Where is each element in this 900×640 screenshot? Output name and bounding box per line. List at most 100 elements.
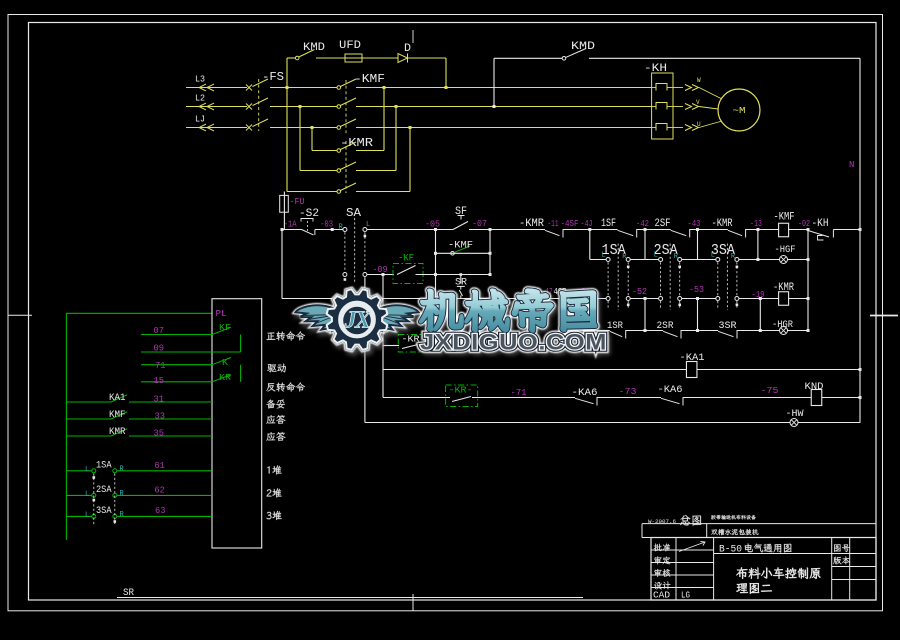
svg-text:-KMR: -KMR [712,218,733,230]
svg-text:KF: KF [219,323,231,333]
svg-text:33: 33 [155,411,166,422]
svg-text:SR: SR [455,278,467,289]
svg-text:SF: SF [455,206,467,218]
svg-text:1SA: 1SA [602,243,626,259]
svg-text:-KMR: -KMR [519,218,544,230]
svg-text:N: N [849,160,854,170]
svg-text:R: R [731,253,736,261]
svg-text:1SF: 1SF [601,218,616,230]
svg-text:JX: JX [343,308,372,334]
svg-text:LJ: LJ [195,115,205,125]
svg-text:-KA6: -KA6 [572,388,598,399]
svg-text:-HGF: -HGF [775,245,796,256]
svg-text:-4J: -4J [581,219,593,229]
svg-text:LG: LG [681,591,690,601]
svg-text:71: 71 [155,360,166,371]
svg-text:09: 09 [154,343,165,354]
svg-text:-KMR: -KMR [340,136,373,150]
svg-text:-HW: -HW [786,409,804,420]
svg-text:07: 07 [154,325,165,336]
svg-text:-FS: -FS [262,70,284,84]
svg-text:-43: -43 [688,219,701,229]
svg-text:2SF: 2SF [655,218,671,230]
svg-text:35: 35 [154,428,165,439]
svg-text:-09: -09 [373,265,388,275]
svg-text:PL: PL [216,309,227,319]
svg-text:CAD: CAD [653,591,670,601]
svg-text:R: R [339,224,344,232]
svg-text:-1A: -1A [284,220,297,230]
svg-text:KND: KND [805,382,824,393]
svg-text:KR: KR [219,373,232,383]
svg-text:KA1: KA1 [109,393,126,404]
svg-text:KMD: KMD [303,42,325,54]
svg-text:-07: -07 [472,219,487,229]
svg-text:2SA: 2SA [654,243,678,259]
svg-text:R: R [120,511,125,519]
svg-text:-11: -11 [548,219,559,229]
svg-text:K: K [222,358,229,368]
svg-text:3SA: 3SA [711,243,735,259]
svg-text:-4SF: -4SF [561,219,579,229]
svg-text:-53: -53 [689,285,704,295]
svg-text:L: L [654,252,658,260]
svg-text:L: L [711,252,715,260]
svg-text:-52: -52 [632,287,647,297]
svg-text:W-2007.6: W-2007.6 [648,518,676,525]
svg-text:KMR: KMR [109,427,126,438]
svg-text:V: V [696,99,700,106]
svg-text:L: L [85,490,89,498]
svg-text:-KF: -KF [398,254,414,265]
svg-text:UFD: UFD [339,40,361,52]
svg-text:-KMF: -KMF [774,212,795,224]
svg-text:3SR: 3SR [719,321,737,332]
svg-text:-KH: -KH [812,218,829,230]
svg-text:-KR: -KR [402,334,420,345]
svg-text:1SA: 1SA [96,460,112,471]
svg-text:-05: -05 [425,220,440,230]
svg-text:-71: -71 [511,388,527,398]
svg-text:2SR: 2SR [657,321,674,332]
svg-text:U: U [697,121,701,128]
svg-text:W: W [697,77,701,84]
svg-text:L: L [366,221,370,229]
svg-text:-02: -02 [798,219,810,229]
svg-text:-73: -73 [619,387,637,397]
svg-text:L2: L2 [195,94,205,104]
svg-text:15: 15 [154,375,165,386]
svg-text:-19: -19 [752,290,765,300]
svg-text:61: 61 [154,460,165,471]
svg-text:-KA6: -KA6 [658,385,683,396]
svg-text:SA: SA [346,206,362,220]
svg-text:-KMR: -KMR [773,282,794,294]
svg-text:-FU: -FU [290,197,305,207]
svg-text:-HGR: -HGR [772,320,793,331]
svg-text:-KMF: -KMF [448,241,473,252]
svg-text:3SA: 3SA [96,506,112,517]
svg-text:-KR-: -KR- [449,385,473,396]
svg-text:B-50: B-50 [719,544,742,556]
svg-text:L: L [85,511,89,519]
svg-text:~M: ~M [733,105,746,116]
svg-text:L3: L3 [195,75,205,85]
svg-text:-03: -03 [320,220,333,230]
svg-text:KMF: KMF [109,410,126,421]
svg-text:R: R [120,465,125,473]
svg-text:L: L [601,252,605,260]
svg-text:KMD: KMD [571,41,595,53]
svg-text:R: R [674,253,679,261]
svg-text:-42: -42 [636,219,649,229]
svg-text:2SA: 2SA [96,485,112,496]
svg-text:-S2: -S2 [299,208,319,220]
svg-text:63: 63 [155,505,166,516]
svg-text:-13: -13 [750,219,762,229]
svg-text:-KA1: -KA1 [680,353,705,364]
svg-text:62: 62 [154,485,165,496]
svg-text:-KMF: -KMF [354,72,385,86]
svg-text:31: 31 [154,394,165,405]
svg-text:-KH: -KH [644,63,667,75]
svg-text:R: R [622,253,627,261]
svg-text:SR: SR [123,588,134,599]
svg-text:-75: -75 [761,386,779,396]
svg-text:1SR: 1SR [607,321,623,332]
